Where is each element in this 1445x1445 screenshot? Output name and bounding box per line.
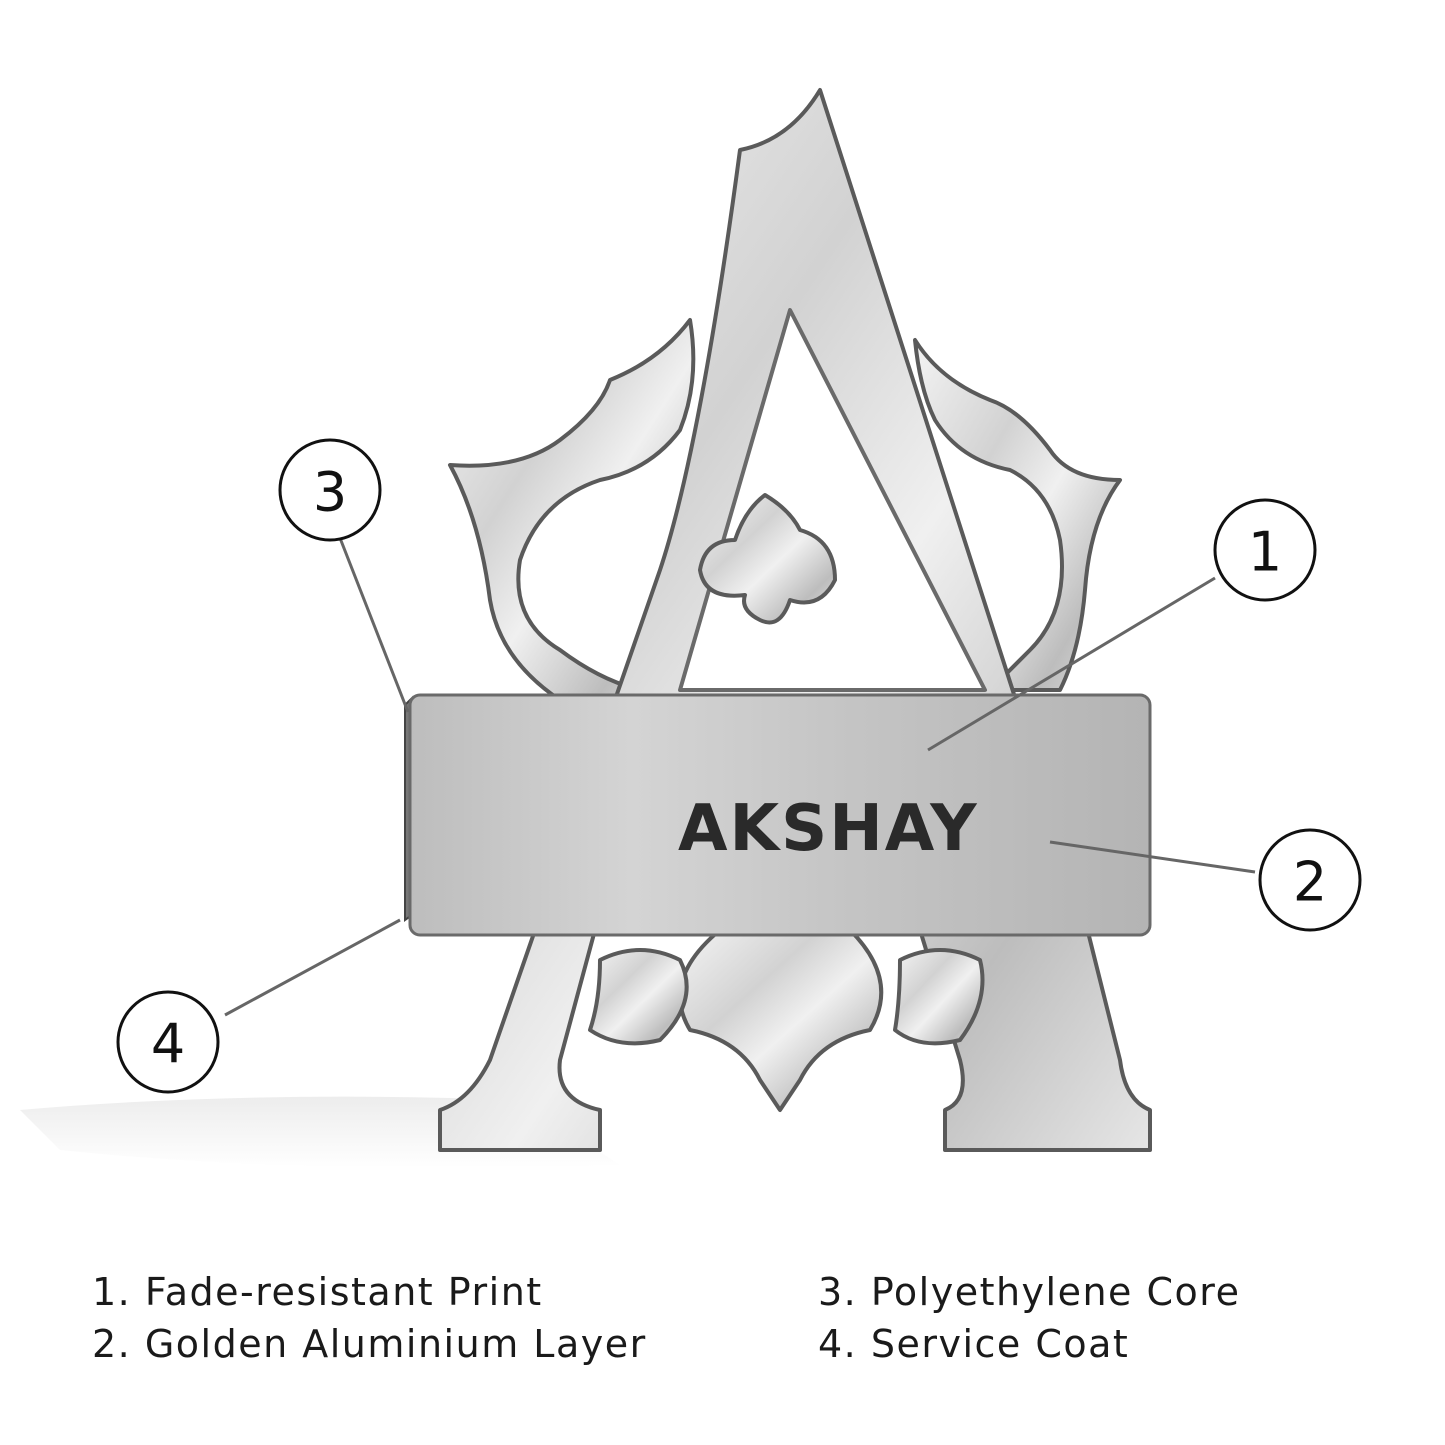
- callout-2: 2: [1258, 828, 1362, 932]
- legend-item-4: 4. Service Coat: [818, 1322, 1130, 1366]
- nameplate-name-text: AKSHAY: [678, 792, 979, 866]
- callout-4-circle: [116, 990, 220, 1094]
- legend-item-2: 2. Golden Aluminium Layer: [92, 1322, 647, 1366]
- legend-right: 3. Polyethylene Core 4. Service Coat: [818, 1266, 1240, 1370]
- leader-line-3: [338, 537, 410, 713]
- legend-left: 1. Fade-resistant Print 2. Golden Alumin…: [92, 1266, 647, 1370]
- monogram-letter-a: [438, 88, 1152, 1152]
- leader-line-4: [224, 918, 401, 1017]
- leader-lines: [224, 537, 1256, 1017]
- callout-1-circle: [1213, 498, 1317, 602]
- callout-1: 1: [1213, 498, 1317, 602]
- leader-line-1: [927, 576, 1216, 752]
- callout-4-number: 4: [151, 1013, 185, 1076]
- leader-line-2: [1049, 840, 1256, 874]
- callout-4: 4: [116, 990, 220, 1094]
- legend-item-1: 1. Fade-resistant Print: [92, 1270, 543, 1314]
- callout-2-number: 2: [1293, 851, 1327, 914]
- nameplate: AKSHAY: [404, 693, 1152, 937]
- callout-3-circle: [278, 438, 382, 542]
- legend-item-3: 3. Polyethylene Core: [818, 1270, 1241, 1314]
- callout-3-number: 3: [313, 461, 347, 524]
- callout-3: 3: [278, 438, 382, 542]
- callout-2-circle: [1258, 828, 1362, 932]
- callout-1-number: 1: [1248, 521, 1282, 584]
